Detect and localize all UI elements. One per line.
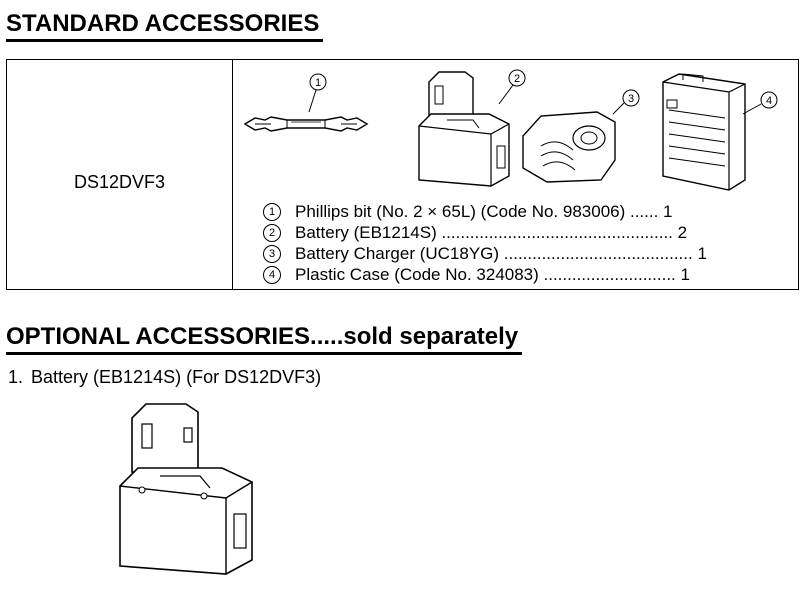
accessories-cell: 1 2 3 [233, 60, 798, 289]
item-text: Battery (EB1214S) ......................… [295, 223, 688, 242]
item-number: 2 [263, 223, 281, 242]
item-text: Plastic Case (Code No. 324083) .........… [295, 265, 690, 284]
callout-3: 3 [612, 89, 640, 115]
model-cell: DS12DVF3 [7, 60, 233, 289]
item-number: 3 [263, 244, 281, 263]
battery-charger-illustration [522, 111, 616, 183]
list-item: 4 Plastic Case (Code No. 324083) ........… [263, 264, 707, 285]
list-item: 1 Phillips bit (No. 2 × 65L) (Code No. 98… [263, 201, 707, 222]
plastic-case-illustration [662, 73, 746, 191]
callout-4-label: 4 [766, 95, 772, 107]
standard-accessories-table: DS12DVF3 1 2 [6, 59, 799, 290]
optional-battery-illustration [119, 403, 253, 575]
callout-2-label: 2 [514, 73, 520, 85]
item-text: Battery Charger (UC18YG) ...............… [295, 244, 707, 263]
callout-1-label: 1 [315, 77, 321, 89]
standard-accessories-heading: STANDARD ACCESSORIES [6, 9, 324, 42]
optional-item-text: Battery (EB1214S) (For DS12DVF3) [31, 367, 322, 387]
callout-4: 4 [742, 91, 778, 115]
item-number: 4 [263, 265, 281, 284]
optional-accessories-heading: OPTIONAL ACCESSORIES.....sold separately [6, 322, 523, 355]
accessory-list: 1 Phillips bit (No. 2 × 65L) (Code No. 98… [263, 201, 707, 285]
item-text: Phillips bit (No. 2 × 65L) (Code No. 983… [295, 202, 673, 221]
callout-3-label: 3 [628, 93, 634, 105]
callout-2: 2 [498, 69, 526, 105]
item-number: 1 [263, 202, 281, 221]
battery-illustration [418, 71, 510, 187]
list-item: 2 Battery (EB1214S) .....................… [263, 222, 707, 243]
phillips-bit-illustration [243, 116, 369, 132]
optional-item-number: 1. [8, 367, 24, 387]
model-label: DS12DVF3 [73, 172, 166, 192]
callout-1: 1 [308, 73, 327, 113]
list-item: 3 Battery Charger (UC18YG) ..............… [263, 243, 707, 264]
optional-item: 1. Battery (EB1214S) (For DS12DVF3) [8, 367, 329, 388]
